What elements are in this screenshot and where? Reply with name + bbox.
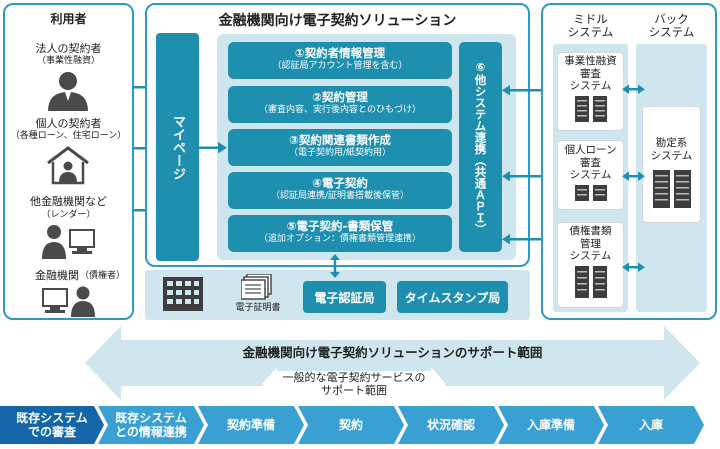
step-5-label: 状況確認 — [426, 418, 475, 432]
certificate-label: 電子証明書 — [235, 303, 281, 313]
api-label: ⑥他システム連携（共通ＡＰＩ） — [473, 59, 488, 235]
mypage-to-functions-arrow — [199, 142, 227, 154]
bank-staff-computer-icon — [42, 286, 95, 317]
function-contractor-info: ①契約者情報管理 （認証局アカウント管理を含む） — [228, 42, 452, 79]
server-icon — [652, 170, 691, 208]
step-3-label: 契約準備 — [226, 418, 275, 432]
certificate-authority-box: 電子認証局 — [303, 281, 386, 313]
home-person-icon — [47, 146, 89, 185]
corporate-person-icon — [48, 72, 88, 111]
function-1-desc: （認証局アカウント管理を含む） — [272, 61, 408, 71]
step-status-check: 状況確認 — [398, 406, 504, 444]
step-1-label: 既存システム での審査 — [16, 411, 88, 439]
certificate-icon — [241, 274, 272, 300]
step-existing-integration: 既存システム との情報連携 — [98, 406, 204, 444]
function-3-desc: （電子契約用/紙契約用） — [288, 148, 392, 158]
server-icon — [574, 184, 607, 201]
users-title: 利用者 — [50, 12, 87, 26]
step-6-label: 入庫準備 — [526, 418, 575, 432]
function-4-desc: （認証局連携/証明書搭載後保管） — [270, 191, 410, 201]
user-individual-sub: （各種ローン、住宅ローン） — [10, 131, 127, 141]
step-2-label: 既存システム との情報連携 — [115, 411, 187, 439]
function-5-desc: （追加オプション：債権書類管理連携） — [258, 234, 421, 244]
storage-to-authority-arrow — [330, 254, 340, 278]
user-corporate-sub: （事業性融資） — [36, 56, 100, 66]
function-4-title: ④電子契約 — [312, 176, 368, 190]
step-storage-prep: 入庫準備 — [498, 406, 604, 444]
function-e-contract: ④電子契約 （認証局連携/証明書搭載後保管） — [228, 172, 452, 209]
user-bank-sub: （債権者） — [80, 271, 126, 281]
personal-loan-review-label: 個人ローン 審査 システム — [564, 144, 617, 181]
full-support-range-arrow — [85, 326, 700, 400]
full-support-range-label: 金融機関向け電子契約ソリューションのサポート範囲 — [242, 345, 543, 360]
building-icon — [163, 277, 203, 311]
function-3-title: ③契約関連書類作成 — [289, 133, 391, 147]
business-loan-review-system: 事業性融資 審査 システム — [557, 52, 624, 131]
function-document-creation: ③契約関連書類作成 （電子契約用/紙契約用） — [228, 129, 452, 166]
step-contract-prep: 契約準備 — [198, 406, 304, 444]
function-2-title: ②契約管理 — [312, 90, 368, 104]
claims-document-management-system: 債権書類 管理 システム — [557, 222, 624, 308]
api-bar: ⑥他システム連携（共通ＡＰＩ） — [459, 42, 502, 252]
user-corporate-name: 法人の契約者 — [35, 42, 102, 55]
middle-to-back-arrows — [622, 84, 645, 272]
core-accounting-system: 勘定系 システム — [642, 106, 701, 223]
function-document-storage: ⑤電子契約-書類保管 （追加オプション：債権書類管理連携） — [228, 215, 452, 252]
personal-loan-review-system: 個人ローン 審査 システム — [557, 140, 624, 210]
step-4-label: 契約 — [338, 418, 363, 432]
step-7-label: 入庫 — [638, 418, 663, 432]
user-individual-name: 個人の契約者 — [35, 117, 102, 130]
claims-document-management-label: 債権書類 管理 システム — [569, 225, 612, 262]
step-contract: 契約 — [298, 406, 404, 444]
mypage-bar: マイページ — [156, 33, 199, 261]
server-icon — [574, 95, 607, 122]
step-storage: 入庫 — [598, 406, 704, 444]
middle-system-header: ミドル システム — [567, 12, 614, 39]
user-bank-name: 金融機関 — [35, 269, 79, 282]
step-existing-review: 既存システム での審査 — [0, 406, 104, 444]
function-5-title: ⑤電子契約-書類保管 — [286, 219, 394, 233]
mypage-label: マイページ — [170, 114, 185, 180]
back-system-header: バック システム — [648, 12, 695, 39]
server-icon — [574, 265, 607, 298]
users-panel: 利用者 法人の契約者 （事業性融資） 個人の契約者 （各種ローン、住宅ローン） … — [3, 3, 134, 320]
function-2-desc: （審査内容、実行後内容とのひもづけ） — [259, 105, 421, 115]
function-contract-management: ②契約管理 （審査内容、実行後内容とのひもづけ） — [228, 86, 452, 123]
user-lender-name: 他金融機関など — [30, 195, 107, 208]
function-1-title: ①契約者情報管理 — [294, 46, 386, 60]
general-support-range-arrow — [262, 367, 446, 401]
certificate-authority-label: 電子認証局 — [314, 290, 375, 305]
solution-title: 金融機関向け電子契約ソリューション — [218, 13, 457, 29]
general-support-range-label: 一般的な電子契約サービスの サポート範囲 — [282, 371, 426, 397]
business-loan-review-label: 事業性融資 審査 システム — [564, 55, 617, 92]
user-lender-sub: （レンダー） — [41, 210, 96, 220]
timestamp-authority-box: タイムスタンプ局 — [397, 281, 508, 313]
core-accounting-label: 勘定系 システム — [650, 137, 693, 162]
timestamp-authority-label: タイムスタンプ局 — [404, 290, 501, 305]
person-computer-icon — [42, 225, 95, 259]
